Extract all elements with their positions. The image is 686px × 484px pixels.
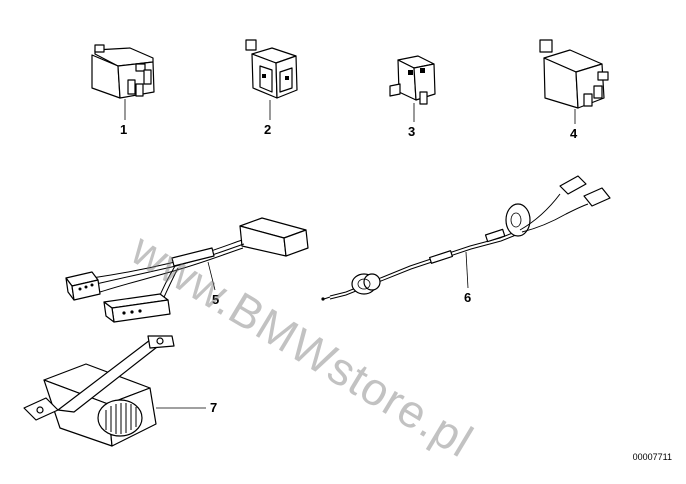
relay-1 <box>91 44 155 120</box>
relay-4 <box>539 39 609 124</box>
part-label-1: 1 <box>120 122 127 137</box>
part-label-7: 7 <box>210 400 217 415</box>
part-label-4: 4 <box>570 126 578 141</box>
relay-3 <box>389 55 436 122</box>
part-label-6: 6 <box>464 290 471 305</box>
diagram-reference-number: 00007711 <box>632 452 672 462</box>
cable-with-grommets <box>321 175 611 301</box>
buzzer-with-bracket <box>23 335 206 447</box>
relay-2 <box>245 39 298 120</box>
part-label-2: 2 <box>264 122 271 137</box>
part-label-5: 5 <box>212 292 219 307</box>
wiring-harness <box>65 217 309 323</box>
part-label-3: 3 <box>408 124 415 139</box>
